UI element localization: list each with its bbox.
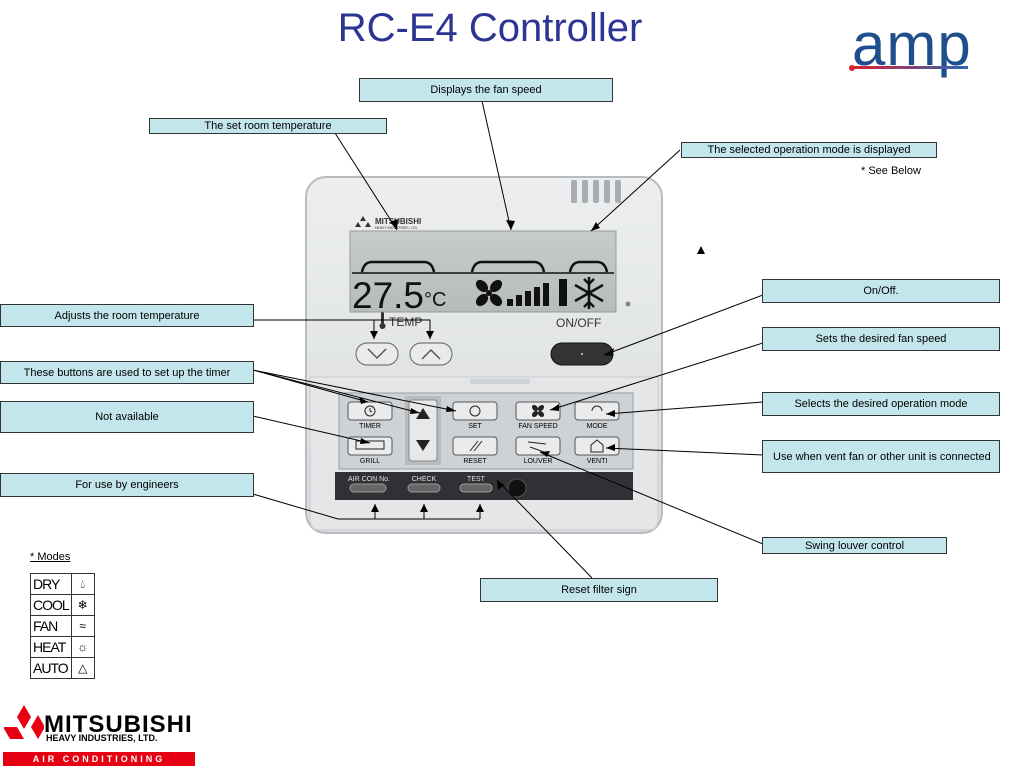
- lcd-mode-bracket: [568, 260, 609, 273]
- svg-text:RESET: RESET: [463, 458, 487, 465]
- timer-button: TIMER: [347, 401, 393, 430]
- modes-row-auto: AUTO △: [30, 657, 95, 679]
- modes-row-cool: COOL ❄: [30, 594, 95, 616]
- reset-button: RESET: [452, 436, 498, 465]
- lcd-fan-speed-bars: [507, 279, 567, 306]
- callout-louver: Swing louver control: [762, 537, 947, 554]
- modes-title: * Modes: [30, 551, 71, 563]
- svg-text:GRILL: GRILL: [360, 458, 380, 465]
- power-icon: [469, 405, 481, 417]
- timer-up-arrow-icon: [416, 408, 430, 419]
- panel-cover-tab: [470, 379, 530, 384]
- callout-set-fan-speed: Sets the desired fan speed: [762, 327, 1000, 351]
- page-title: RC-E4 Controller: [337, 6, 643, 50]
- modes-row-fan: FAN ≈: [30, 615, 95, 637]
- on-off-led: [580, 352, 584, 356]
- sensor-hole: [507, 478, 527, 498]
- mitsubishi-logo-name: MITSUBISHI: [44, 711, 193, 738]
- lcd-temp-value: 27.5: [352, 275, 424, 316]
- lcd-indicator-dot: [625, 301, 631, 307]
- fan-icon: [531, 404, 545, 418]
- auto-icon: △: [70, 657, 95, 679]
- callout-reset-filter: Reset filter sign: [480, 578, 718, 602]
- svg-text:AIR CON No.: AIR CON No.: [348, 476, 390, 483]
- snowflake-icon: ❄: [70, 594, 95, 616]
- mitsubishi-logo-sub: HEAVY INDUSTRIES, LTD.: [46, 733, 158, 743]
- callout-engineers: For use by engineers: [0, 473, 254, 497]
- callout-not-available: Not available: [0, 401, 254, 433]
- air-con-no-button: [349, 483, 387, 493]
- svg-text:FAN SPEED: FAN SPEED: [518, 423, 557, 430]
- amp-logo-dot: [849, 65, 855, 71]
- see-below-note: * See Below: [861, 165, 921, 177]
- callout-arrowheads: [359, 219, 705, 512]
- callout-fan-speed-display: Displays the fan speed: [359, 78, 613, 102]
- mitsubishi-logo-icon: [4, 705, 44, 739]
- svg-text:MODE: MODE: [587, 423, 608, 430]
- set-button: SET: [452, 401, 498, 430]
- thermometer-icon: [379, 312, 386, 329]
- sun-icon: ☼: [70, 636, 95, 658]
- chevron-down-icon: [367, 348, 387, 360]
- mode-label: FAN: [30, 615, 72, 637]
- callout-vent: Use when vent fan or other unit is conne…: [762, 440, 1000, 473]
- callout-adjust-temp: Adjusts the room temperature: [0, 304, 254, 327]
- modes-row-dry: DRY 💧︎: [30, 573, 95, 595]
- lcd-temp-unit: °C: [424, 289, 446, 311]
- lcd-fan-icon: [475, 279, 503, 307]
- controller-brand-text: MITSUBISHI: [375, 217, 421, 226]
- lcd-mode-snowflake-icon: [574, 277, 604, 309]
- timer-arrow-frame: [408, 399, 438, 462]
- grill-button: GRILL: [347, 436, 393, 465]
- temp-label: TEMP: [389, 315, 422, 329]
- check-button: [407, 483, 441, 493]
- venti-house-icon: [590, 439, 604, 453]
- louver-button: LOUVER: [515, 436, 561, 465]
- modes-row-heat: HEAT ☼: [30, 636, 95, 658]
- callout-timer-buttons: These buttons are used to set up the tim…: [0, 361, 254, 384]
- mode-cycle-icon: [591, 405, 603, 412]
- fan-wind-icon: ≈: [70, 615, 95, 637]
- mode-label: COOL: [30, 594, 72, 616]
- clock-icon: [364, 405, 376, 417]
- chevron-up-icon: [421, 348, 441, 360]
- lcd-temp-bracket: [360, 260, 436, 273]
- svg-text:VENTI: VENTI: [587, 458, 608, 465]
- vent-grille-icon: [571, 180, 621, 203]
- grill-icon: [355, 440, 385, 450]
- venti-button: VENTI: [574, 436, 620, 465]
- svg-text:SET: SET: [468, 423, 482, 430]
- svg-text:LOUVER: LOUVER: [524, 458, 553, 465]
- controller-brand-icon: [355, 216, 371, 227]
- callout-on-off: On/Off.: [762, 279, 1000, 303]
- svg-text:TEST: TEST: [467, 476, 486, 483]
- temp-up-button: [409, 342, 453, 366]
- modes-table: DRY 💧︎ COOL ❄ FAN ≈ HEAT ☼ AUTO △: [30, 573, 95, 679]
- timer-down-arrow-icon: [416, 440, 430, 451]
- amp-logo-underline: [852, 66, 968, 69]
- on-off-label: ON/OFF: [556, 316, 601, 330]
- mode-button: MODE: [574, 401, 620, 430]
- reset-icon: [469, 440, 479, 452]
- fan-speed-button: FAN SPEED: [515, 401, 561, 430]
- air-conditioning-bar: AIR CONDITIONING: [3, 752, 195, 766]
- temp-down-button: [355, 342, 399, 366]
- mode-label: HEAT: [30, 636, 72, 658]
- lcd-fan-bracket: [470, 260, 546, 273]
- mode-label: AUTO: [30, 657, 72, 679]
- louver-icon: [527, 441, 547, 453]
- svg-text:CHECK: CHECK: [412, 476, 437, 483]
- svg-text:TIMER: TIMER: [359, 423, 381, 430]
- droplet-icon: 💧︎: [70, 573, 95, 595]
- callout-set-room-temp: The set room temperature: [149, 118, 387, 134]
- mode-label: DRY: [30, 573, 72, 595]
- callout-select-mode: Selects the desired operation mode: [762, 392, 1000, 416]
- test-button: [459, 483, 493, 493]
- callout-operation-mode-display: The selected operation mode is displayed: [681, 142, 937, 158]
